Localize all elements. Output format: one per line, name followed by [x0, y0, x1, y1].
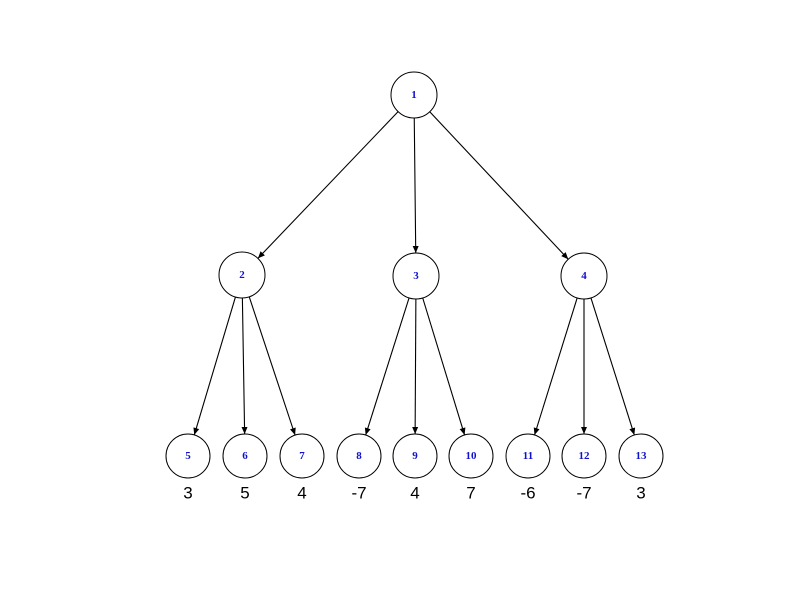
- node-label: 7: [299, 450, 305, 462]
- node-circle[interactable]: [560, 252, 608, 300]
- node-circle[interactable]: [218, 251, 266, 299]
- node-circle[interactable]: [390, 71, 438, 119]
- tree-node-6[interactable]: 6: [222, 433, 268, 479]
- edge-line: [414, 298, 417, 435]
- edge-4-12: [581, 299, 587, 434]
- edge-1-3: [412, 117, 419, 254]
- edges-group: [193, 111, 636, 436]
- edge-line: [248, 296, 296, 436]
- node-circle[interactable]: [222, 433, 268, 479]
- edge-1-2: [257, 111, 399, 259]
- node-label: 6: [242, 450, 248, 462]
- edge-arrowhead: [412, 245, 419, 254]
- tree-node-10[interactable]: 10: [448, 433, 494, 479]
- edge-arrowhead: [193, 427, 200, 435]
- tree-node-3[interactable]: 3: [392, 252, 440, 300]
- node-label: 2: [239, 269, 245, 281]
- edge-arrowhead: [581, 427, 587, 434]
- tree-node-12[interactable]: 12: [561, 433, 607, 479]
- leaf-value-13: 3: [636, 483, 645, 502]
- leaf-value-10: 7: [466, 483, 475, 502]
- edge-2-5: [193, 296, 236, 436]
- edge-line: [429, 111, 569, 260]
- edge-arrowhead: [629, 427, 636, 436]
- tree-node-2[interactable]: 2: [218, 251, 266, 299]
- edge-line: [590, 297, 635, 436]
- node-circle[interactable]: [392, 252, 440, 300]
- leaf-value-8: -7: [351, 483, 366, 502]
- node-label: 4: [581, 270, 587, 282]
- edge-line: [193, 296, 236, 436]
- node-circle[interactable]: [336, 433, 382, 479]
- tree-node-11[interactable]: 11: [505, 433, 551, 479]
- node-label: 8: [356, 450, 362, 462]
- edge-3-8: [364, 297, 410, 436]
- node-label: 13: [636, 450, 648, 462]
- node-circle[interactable]: [618, 433, 664, 479]
- edge-line: [365, 297, 410, 436]
- edge-line: [534, 297, 578, 436]
- node-label: 1: [411, 89, 417, 101]
- edge-arrowhead: [561, 252, 569, 260]
- node-label: 5: [185, 450, 191, 462]
- node-label: 10: [466, 450, 478, 462]
- node-circle[interactable]: [392, 433, 438, 479]
- node-circle[interactable]: [561, 433, 607, 479]
- leaf-value-5: 3: [183, 483, 192, 502]
- tree-node-4[interactable]: 4: [560, 252, 608, 300]
- edge-line: [241, 297, 246, 435]
- tree-node-5[interactable]: 5: [165, 433, 211, 479]
- leaf-value-11: -6: [520, 483, 535, 502]
- edge-line: [257, 111, 399, 259]
- edge-arrowhead: [364, 427, 371, 436]
- node-label: 12: [579, 450, 591, 462]
- node-circle[interactable]: [505, 433, 551, 479]
- edge-line: [413, 117, 417, 254]
- edge-line: [422, 297, 466, 436]
- edge-arrowhead: [412, 426, 419, 435]
- edge-arrowhead: [290, 427, 296, 436]
- node-circle[interactable]: [279, 433, 325, 479]
- edge-arrowhead: [533, 427, 540, 435]
- edge-arrowhead: [459, 427, 466, 435]
- leaf-value-9: 4: [410, 483, 419, 502]
- node-circle[interactable]: [448, 433, 494, 479]
- edge-4-11: [533, 297, 578, 436]
- leaf-values-group: 3 5 4 -7 4 7 -6 -7 3: [183, 483, 645, 502]
- leaf-value-12: -7: [576, 483, 591, 502]
- edge-2-6: [241, 297, 248, 435]
- edge-1-4: [429, 111, 569, 260]
- edge-3-9: [412, 298, 419, 435]
- leaf-value-7: 4: [297, 483, 306, 502]
- tree-node-1[interactable]: 1: [390, 71, 438, 119]
- edge-arrowhead: [241, 426, 248, 435]
- node-label: 9: [412, 450, 418, 462]
- edge-arrowhead: [257, 251, 265, 259]
- tree-node-7[interactable]: 7: [279, 433, 325, 479]
- edge-2-7: [248, 296, 296, 436]
- tree-node-13[interactable]: 13: [618, 433, 664, 479]
- tree-node-8[interactable]: 8: [336, 433, 382, 479]
- edge-4-13: [590, 297, 636, 436]
- leaf-value-6: 5: [240, 483, 249, 502]
- node-label: 3: [413, 270, 419, 282]
- node-circle[interactable]: [165, 433, 211, 479]
- node-label: 11: [523, 450, 533, 462]
- edge-3-10: [422, 297, 466, 436]
- tree-node-9[interactable]: 9: [392, 433, 438, 479]
